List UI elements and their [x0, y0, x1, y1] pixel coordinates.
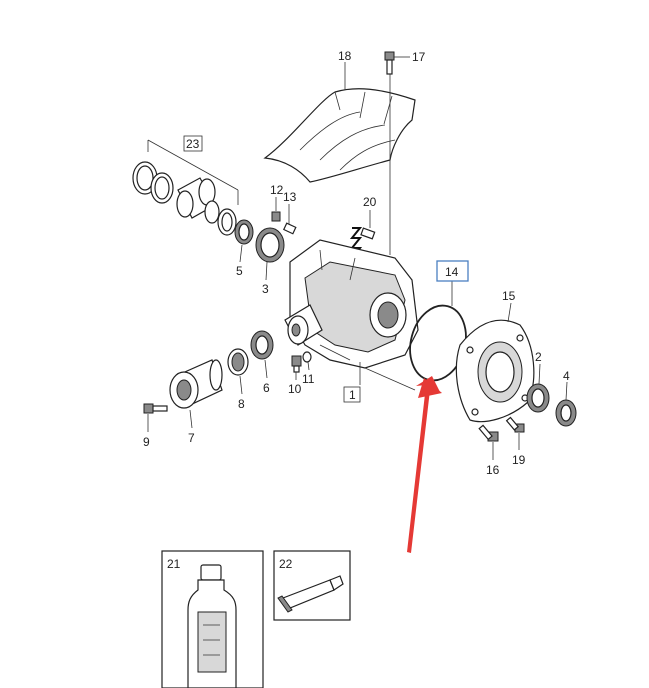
callout-4: 4	[563, 369, 570, 383]
callout-10: 10	[288, 382, 302, 396]
bolt-part-20	[360, 227, 376, 240]
callout-9: 9	[143, 435, 150, 449]
callout-11: 11	[302, 372, 315, 386]
plug-part-10	[291, 355, 302, 373]
bolt-part-9	[143, 403, 168, 414]
callout-21: 21	[167, 557, 181, 571]
seal-part-4	[555, 399, 577, 427]
oil-bottle-part-21	[161, 550, 264, 688]
seal-part-8	[227, 348, 249, 376]
bolt-part-19	[505, 416, 525, 433]
callout-23: 23	[186, 137, 200, 151]
bearing-part-2	[526, 383, 550, 413]
callout-22: 22	[279, 557, 293, 571]
callout-18: 18	[338, 49, 352, 63]
seal-part-5	[234, 219, 254, 245]
callout-15: 15	[502, 289, 516, 303]
callout-5: 5	[236, 264, 243, 278]
callout-16: 16	[486, 463, 500, 477]
callout-3: 3	[262, 282, 269, 296]
callout-17: 17	[412, 50, 426, 64]
heat-shield-part-18	[263, 88, 416, 183]
differential-housing-part-1	[284, 239, 419, 369]
callout-7: 7	[188, 431, 195, 445]
callout-6: 6	[263, 381, 270, 395]
callout-1: 1	[349, 388, 356, 402]
bolt-part-17	[384, 51, 395, 75]
highlight-arrow	[407, 376, 442, 553]
washer-part-11	[302, 351, 312, 363]
bolt-part-12	[271, 211, 281, 222]
seal-kit-part-23	[132, 161, 237, 236]
seal-part-6	[250, 330, 274, 360]
callout-14: 14	[445, 265, 459, 279]
flange-part-7	[169, 359, 223, 409]
bolt-part-13	[282, 222, 297, 235]
callout-8: 8	[238, 397, 245, 411]
callout-12: 12	[270, 183, 284, 197]
sealant-tube-part-22	[273, 550, 351, 621]
cover-plate-part-15	[455, 319, 535, 423]
callout-20: 20	[363, 195, 377, 209]
bolt-part-16	[478, 424, 499, 442]
bearing-part-3	[255, 227, 285, 263]
callout-2: 2	[535, 350, 542, 364]
callout-13: 13	[283, 190, 297, 204]
callout-19: 19	[512, 453, 526, 467]
